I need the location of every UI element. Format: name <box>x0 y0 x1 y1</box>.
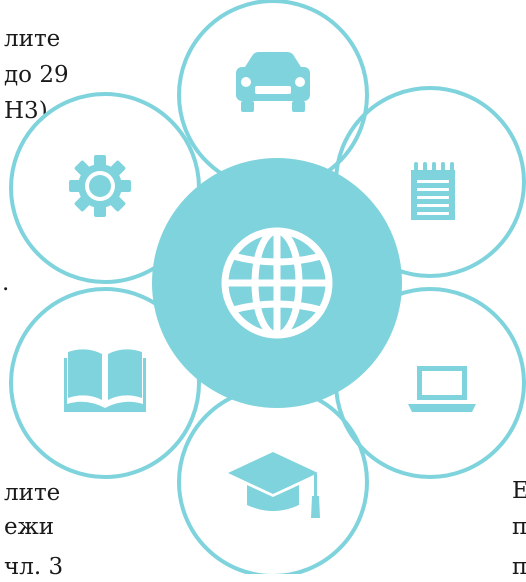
text-fragment-top-left-1: лите <box>4 26 61 52</box>
notepad-icon <box>411 162 455 220</box>
text-fragment-top-left-2: до 29 <box>4 62 69 88</box>
globe-icon <box>221 227 333 339</box>
text-fragment-bottom-left-1: лите <box>4 480 61 506</box>
text-fragment-bottom-right-2: п <box>512 514 526 540</box>
graduation-cap-icon <box>228 452 320 518</box>
text-fragment-mid-left: . <box>2 270 10 296</box>
text-fragment-bottom-left-2: ежи <box>4 514 55 540</box>
text-fragment-bottom-right-1: Е <box>512 478 526 504</box>
gear-icon <box>69 155 131 217</box>
book-icon <box>64 349 146 412</box>
laptop-icon <box>408 366 476 412</box>
car-icon <box>236 52 310 112</box>
ring-book <box>9 287 201 479</box>
